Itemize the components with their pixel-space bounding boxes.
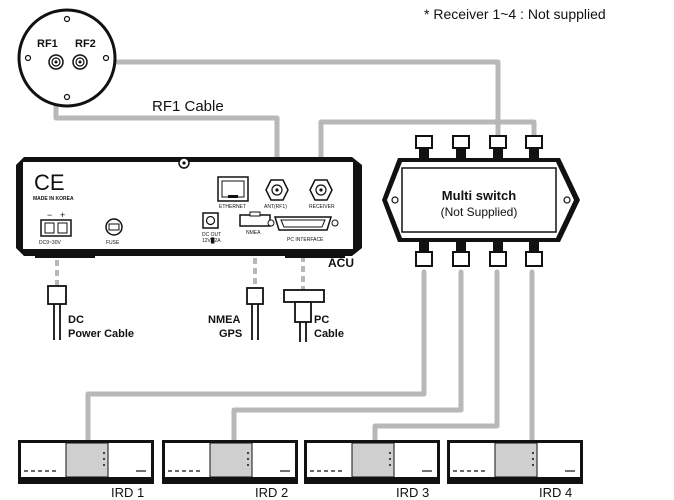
rf2-cable	[77, 59, 501, 141]
pc-interface-port-icon	[267, 216, 339, 231]
ird2-feed-cable	[231, 269, 464, 443]
receiver-label: RECEIVER	[309, 204, 335, 210]
ird-2	[162, 440, 298, 484]
acu-label: ACU	[328, 256, 354, 270]
ethernet-label: ETHERNET	[219, 204, 246, 210]
multi-switch-subtitle: (Not Supplied)	[441, 205, 518, 219]
multi-switch-bottom-port-1-icon	[415, 240, 433, 267]
acu-unit: CE MADE IN KOREA − + DC9~30V FUSE ETHERN…	[16, 157, 362, 258]
nmea-cable-label-line1: NMEA	[208, 314, 240, 326]
nmea-cable-label-line2: GPS	[219, 328, 242, 340]
dc-out-port-icon	[202, 212, 219, 229]
multi-switch: Multi switch (Not Supplied)	[382, 135, 580, 267]
dc-cable-label-line2: Power Cable	[68, 328, 134, 340]
pc-plug-icon	[283, 289, 325, 342]
dc-plug-icon	[47, 285, 67, 340]
dc-cable-label-line1: DC	[68, 314, 84, 326]
ird-1	[18, 440, 154, 484]
dc-out-spec: 12V█2A	[202, 237, 221, 244]
antenna-dome	[17, 8, 117, 108]
multi-switch-top-port-1-icon	[415, 135, 433, 160]
multi-switch-screw-right	[563, 196, 571, 204]
ird-3-label: IRD 3	[396, 485, 429, 500]
dc-input-label: DC9~30V	[39, 240, 61, 246]
multi-switch-bottom-port-4-icon	[525, 240, 543, 267]
ird-receivers: IRD 1 IRD 2 IRD 3	[18, 440, 583, 500]
antenna: RF1 RF2	[17, 8, 117, 108]
antenna-rf2-label: RF2	[75, 38, 96, 50]
multi-switch-title: Multi switch	[442, 188, 516, 203]
pc-cable-label-line2: Cable	[314, 328, 344, 340]
ird-3	[304, 440, 440, 484]
acu-foot-right	[285, 252, 345, 258]
dc-out-label: DC OUT	[202, 232, 221, 238]
ird-4	[447, 440, 583, 484]
antenna-rf2-connector-icon	[72, 54, 88, 70]
multi-switch-bottom-port-2-icon	[452, 240, 470, 267]
ird-4-label: IRD 4	[539, 485, 572, 500]
multi-switch-top-port-3-icon	[489, 135, 507, 160]
antenna-screw-top	[63, 15, 71, 23]
antenna-rf1-connector-icon	[48, 54, 64, 70]
antenna-screw-left	[24, 54, 32, 62]
receiver-port-icon	[309, 179, 333, 201]
nmea-label: NMEA	[246, 230, 261, 236]
antenna-rf1-label: RF1	[37, 38, 58, 50]
svg-text:−: −	[47, 210, 52, 220]
ce-mark: CE	[34, 170, 65, 195]
multi-switch-bottom-port-3-icon	[489, 240, 507, 267]
multi-switch-top-ports	[415, 135, 543, 160]
ird1-feed-cable	[85, 269, 427, 443]
multi-switch-screw-left	[391, 196, 399, 204]
ird-1-label: IRD 1	[111, 485, 144, 500]
dc-terminal-icon: − +	[40, 210, 72, 237]
ant-rf1-label: ANT(RF1)	[264, 204, 287, 210]
antenna-screw-bottom	[63, 93, 71, 101]
pc-interface-label: PC INTERFACE	[287, 237, 324, 243]
ird3-feed-cable	[372, 269, 500, 443]
ant-rf1-port-icon	[265, 179, 289, 201]
not-supplied-note: * Receiver 1~4 : Not supplied	[424, 6, 606, 22]
multi-switch-top-port-2-icon	[452, 135, 470, 160]
multi-switch-label-frame	[401, 167, 557, 233]
made-in-label: MADE IN KOREA	[33, 196, 74, 202]
fuse-label: FUSE	[106, 240, 120, 246]
multi-switch-top-port-4-icon	[525, 135, 543, 160]
antenna-screw-right	[102, 54, 110, 62]
ethernet-port-icon	[217, 176, 249, 202]
multi-switch-bottom-ports	[415, 240, 543, 267]
receiver-cable	[318, 119, 537, 181]
cables	[53, 59, 537, 443]
fuse-icon	[105, 218, 123, 236]
rf1-cable-label: RF1 Cable	[152, 98, 224, 115]
ird-2-label: IRD 2	[255, 485, 288, 500]
acu-foot-left	[35, 252, 95, 258]
acu-front-panel	[21, 160, 355, 251]
nmea-plug-icon	[246, 287, 264, 340]
pc-cable-label-line1: PC	[314, 314, 329, 326]
svg-text:+: +	[60, 210, 65, 220]
